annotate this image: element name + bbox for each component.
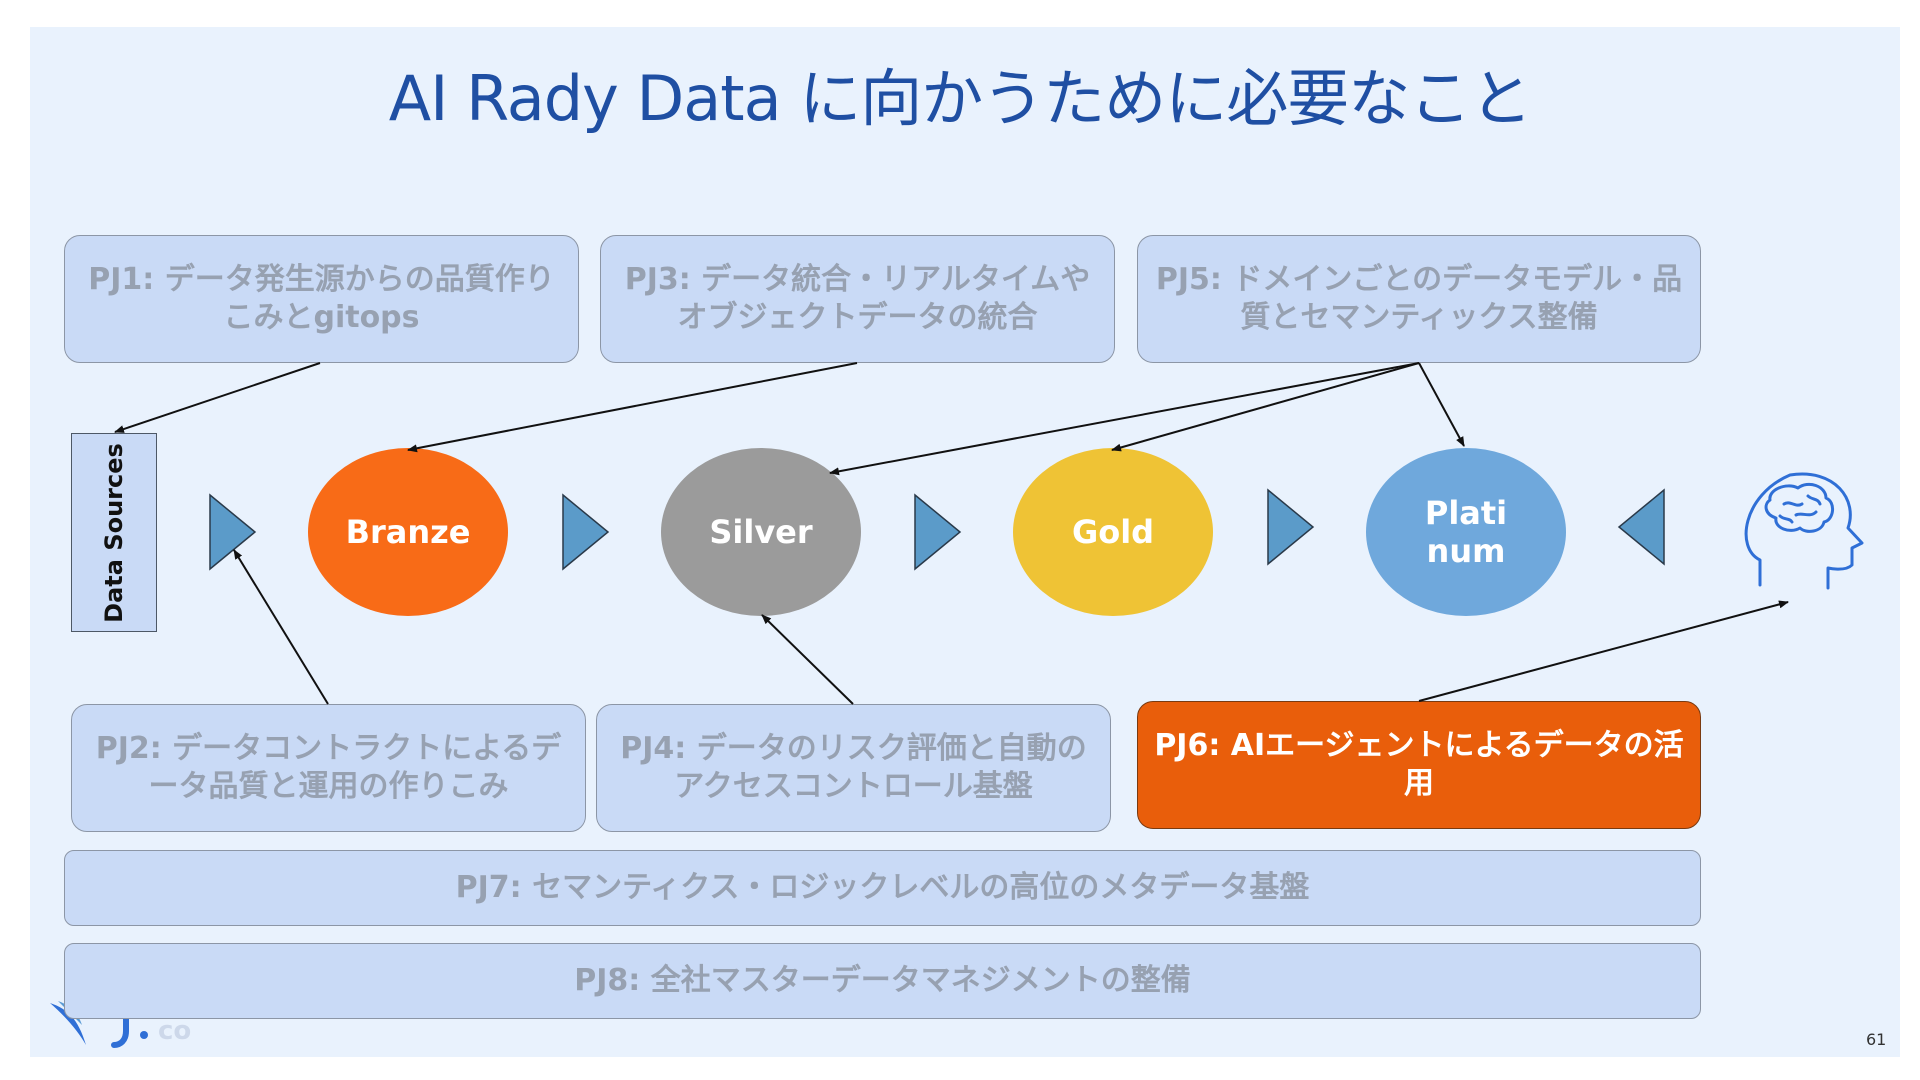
project-box-pj2: PJ2: データコントラクトによるデータ品質と運用の作りこみ — [71, 704, 586, 832]
connector-pj5-gold — [1111, 362, 1420, 452]
stage-label-silver: Silver — [709, 513, 813, 551]
flow-arrowhead-4 — [1267, 488, 1315, 566]
project-label-pj5: PJ5: ドメインごとのデータモデル・品質とセマンティックス整備 — [1155, 262, 1683, 335]
brain-head-icon — [1744, 472, 1864, 590]
connector-pj5-platinum — [1418, 362, 1465, 447]
connector-pj1-datasources — [114, 362, 321, 433]
stage-label-bronze: Branze — [345, 513, 471, 551]
project-label-pj1: PJ1: データ発生源からの品質作りこみとgitops — [88, 262, 555, 335]
project-bar-pj7: PJ7: セマンティクス・ロジックレベルの高位のメタデータ基盤 — [64, 850, 1701, 926]
svg-text:co: co — [158, 1016, 191, 1046]
project-label-pj3: PJ3: データ統合・リアルタイムやオブジェクトデータの統合 — [624, 262, 1091, 335]
stage-label-platinum: Plati num — [1424, 494, 1508, 570]
flow-arrowhead-1 — [209, 493, 257, 571]
project-box-pj4: PJ4: データのリスク評価と自動のアクセスコントロール基盤 — [596, 704, 1111, 832]
data-sources-box: Data Sources — [71, 433, 157, 632]
flow-arrowhead-5 — [1617, 488, 1665, 566]
project-bar-pj8: PJ8: 全社マスターデータマネジメントの整備 — [64, 943, 1701, 1019]
project-box-pj6: PJ6: AIエージェントによるデータの活用 — [1137, 701, 1701, 829]
project-label-pj2: PJ2: データコントラクトによるデータ品質と運用の作りこみ — [95, 731, 562, 804]
stage-gold: Gold — [1013, 448, 1213, 616]
project-label-pj7: PJ7: セマンティクス・ロジックレベルの高位のメタデータ基盤 — [455, 870, 1310, 905]
stage-platinum: Plati num — [1366, 448, 1566, 616]
flow-arrowhead-2 — [562, 493, 610, 571]
project-box-pj5: PJ5: ドメインごとのデータモデル・品質とセマンティックス整備 — [1137, 235, 1701, 363]
project-box-pj1: PJ1: データ発生源からの品質作りこみとgitops — [64, 235, 579, 363]
connector-pj5-silver — [829, 362, 1420, 476]
bird-logo-icon: co — [50, 1001, 191, 1048]
project-label-pj6: PJ6: AIエージェントによるデータの活用 — [1154, 728, 1684, 801]
project-label-pj4: PJ4: データのリスク評価と自動のアクセスコントロール基盤 — [620, 731, 1087, 804]
connector-pj6-ai — [1418, 600, 1789, 702]
connector-pj4-silver — [761, 614, 854, 705]
stage-silver: Silver — [661, 448, 861, 616]
connector-pj2-flow — [233, 549, 329, 705]
stage-bronze: Branze — [308, 448, 508, 616]
connector-pj3-bronze — [407, 362, 858, 453]
page-number: 61 — [1866, 1030, 1887, 1049]
slide-title: AI Rady Data に向かうために必要なこと — [388, 62, 1533, 135]
project-box-pj3: PJ3: データ統合・リアルタイムやオブジェクトデータの統合 — [600, 235, 1115, 363]
stage-label-gold: Gold — [1071, 513, 1155, 551]
project-label-pj8: PJ8: 全社マスターデータマネジメントの整備 — [574, 963, 1191, 998]
flow-arrowhead-3 — [914, 493, 962, 571]
